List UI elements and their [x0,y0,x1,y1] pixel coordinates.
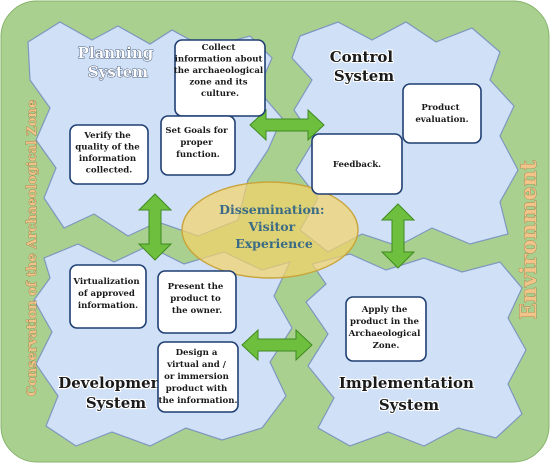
environment-label: Environment [516,159,542,319]
collect-line3: the archaeological [174,66,264,76]
svg-text:Verify the quality of th: Verify the quality of the information co… [75,131,142,176]
verify-line2: quality of the [75,143,140,153]
feedback-line1: Feedback. [333,160,381,170]
verify-line1: Verify the [83,131,131,141]
box-verify-quality: Verify the quality of the information co… [69,124,149,185]
arrow-development-implementation [241,328,313,362]
svg-text:Virtualization of approv: Virtualization of approved information. [72,277,142,311]
control-system-title: Control System [330,48,399,85]
svg-text:Feedback.: Feedback. [333,160,381,170]
collect-line5: culture. [201,89,239,99]
dissemination-ellipse [181,181,359,279]
apply-line4: Zone. [373,341,400,351]
planning-system-title: Planning System [78,44,159,81]
apply-line3: Archaeological [348,329,422,339]
goals-line1: Set Goals for [165,126,228,136]
dissemination-text: Dissemination: Visitor Experience [219,202,329,251]
design-line3: or immersion [164,372,230,382]
verify-line4: collected. [86,166,133,176]
box-feedback: Feedback. [311,133,403,195]
present-line2: product to [170,294,221,304]
box-virtualization: Virtualization of approved information. [69,264,147,329]
verify-line3: information [79,154,137,164]
arrow-planning-control [249,108,325,142]
conservation-label: Conservation of the Archaeological Zone [25,100,40,397]
virtualization-line2: of approved [78,289,135,299]
arrow-planning-development [137,193,173,261]
svg-text:Present the product to: Present the product to the owner. [168,282,227,316]
box-product-evaluation: Product evaluation. [402,83,482,144]
box-design-product: Design a virtual and / or immersion prod… [157,341,239,413]
box-apply-product: Apply the product in the Archaeological … [345,296,427,362]
virtualization-line3: information. [78,301,138,311]
box-set-goals: Set Goals for proper function. [160,115,236,176]
apply-line2: product in the [350,317,419,327]
development-system-title: Development System [58,374,174,412]
product-eval-line1: Product [421,103,459,113]
product-eval-line2: evaluation. [415,115,468,125]
virtualization-line1: Virtualization [72,277,140,287]
planning-title-line1: Planning [78,44,154,62]
design-line1: Design a [176,348,218,358]
implementation-title-line1: Implementation [339,374,474,392]
collect-line1: Collect [202,43,236,53]
svg-text:Collect information abou: Collect information about the archaeolog… [174,43,266,99]
design-line5: the information. [158,396,237,406]
present-line1: Present the [168,282,224,292]
center-line2: Visitor [247,219,295,234]
svg-text:Design a virtual and /: Design a virtual and / or immersion prod… [158,348,237,406]
arrow-control-implementation [380,203,416,269]
control-title-line2: System [334,67,394,85]
design-line2: virtual and / [166,360,227,370]
center-line3: Experience [235,236,313,251]
development-title-line1: Development [58,374,168,392]
control-title-line1: Control [330,48,394,66]
collect-line4: zone and its [189,78,247,88]
development-title-line2: System [86,394,146,412]
implementation-title-line2: System [379,396,439,414]
planning-title-line2: System [88,63,148,81]
svg-text:Set Goals for proper: Set Goals for proper function. [165,126,230,160]
apply-line1: Apply the [361,305,408,315]
design-line4: product with [166,384,228,394]
box-present-product: Present the product to the owner. [157,270,237,334]
goals-line2: proper [180,138,213,148]
svg-text:Apply the product in the: Apply the product in the Archaeological … [348,305,424,351]
present-line3: the owner. [172,306,222,316]
center-line1: Dissemination: [219,202,324,217]
collect-line2: information about [175,55,263,65]
goals-line3: function. [176,150,220,160]
box-collect-information: Collect information about the archaeolog… [174,39,266,117]
implementation-system-title: Implementation System [339,374,479,414]
svg-text:Product evaluation.: Product evaluation. [415,103,468,125]
